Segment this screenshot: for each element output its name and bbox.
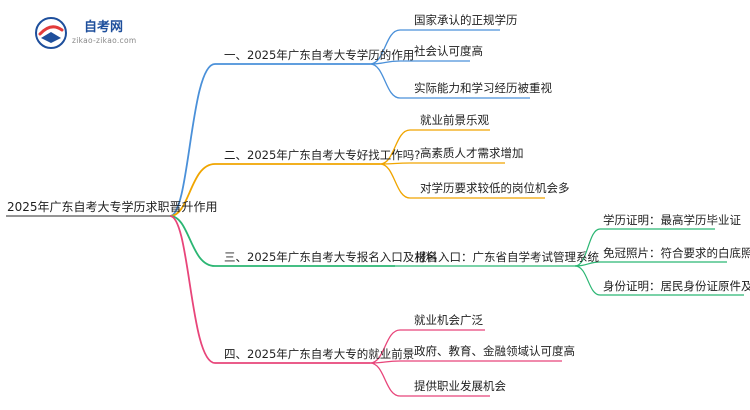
branch-2-child-1-node[interactable]: 就业前景乐观: [420, 113, 489, 127]
branch-2-link: [169, 163, 380, 217]
branch-3-grandchild-2-node[interactable]: 免冠照片：符合要求的白底照片: [603, 246, 750, 260]
branch-1-child-1-link: [369, 29, 500, 65]
branch-4-child-2-node[interactable]: 政府、教育、金融领域认可度高: [414, 344, 575, 358]
branch-2-node[interactable]: 二、2025年广东自考大专好找工作吗?: [224, 148, 421, 162]
site-logo[interactable]: 自考网 zikao-zikao.com: [34, 14, 154, 54]
logo-subtitle: zikao-zikao.com: [72, 36, 137, 45]
graduation-cap-icon: [35, 17, 67, 49]
branch-2-child-2-link: [379, 162, 505, 165]
branch-3-grandchild-2-link: [574, 261, 727, 267]
branch-4-child-3-link: [369, 362, 490, 397]
branch-1-child-2-node[interactable]: 社会认可度高: [414, 44, 483, 58]
branch-4-child-1-node[interactable]: 就业机会广泛: [414, 313, 483, 327]
branch-4-child-3-node[interactable]: 提供职业发展机会: [414, 379, 506, 393]
branch-2-child-2-node[interactable]: 高素质人才需求增加: [420, 146, 524, 160]
branch-4-node[interactable]: 四、2025年广东自考大专的就业前景: [224, 347, 415, 361]
branch-2-child-1-link: [379, 129, 490, 165]
branch-3-grandchild-3-node[interactable]: 身份证明：居民身份证原件及复印件: [603, 279, 750, 293]
branch-1-child-3-link: [369, 63, 530, 99]
logo-title: 自考网: [84, 20, 124, 35]
branch-4-link: [169, 215, 370, 364]
branch-1-node[interactable]: 一、2025年广东自考大专学历的作用: [224, 48, 415, 62]
branch-3-grandchild-1-node[interactable]: 学历证明：最高学历毕业证: [603, 213, 741, 227]
branch-4-child-2-link: [369, 360, 562, 364]
branch-1-child-2-link: [369, 60, 470, 65]
branch-1-child-1-node[interactable]: 国家承认的正规学历: [414, 13, 518, 27]
branch-1-child-3-node[interactable]: 实际能力和学习经历被重视: [414, 81, 552, 95]
branch-3-node[interactable]: 三、2025年广东自考大专报名入口及材料: [224, 250, 438, 264]
branch-3-grandchild-1-link: [574, 228, 715, 267]
branch-3-child-1-node[interactable]: 报名入口：广东省自学考试管理系统: [415, 250, 599, 264]
branch-4-child-1-link: [369, 329, 485, 364]
branch-2-child-3-node[interactable]: 对学历要求较低的岗位机会多: [420, 181, 570, 195]
branch-2-child-3-link: [379, 163, 545, 199]
branch-3-grandchild-3-link: [574, 265, 744, 296]
branch-3-link: [169, 215, 395, 267]
root-node[interactable]: 2025年广东自考大专学历求职晋升作用: [7, 200, 218, 214]
branch-1-link: [169, 63, 370, 217]
